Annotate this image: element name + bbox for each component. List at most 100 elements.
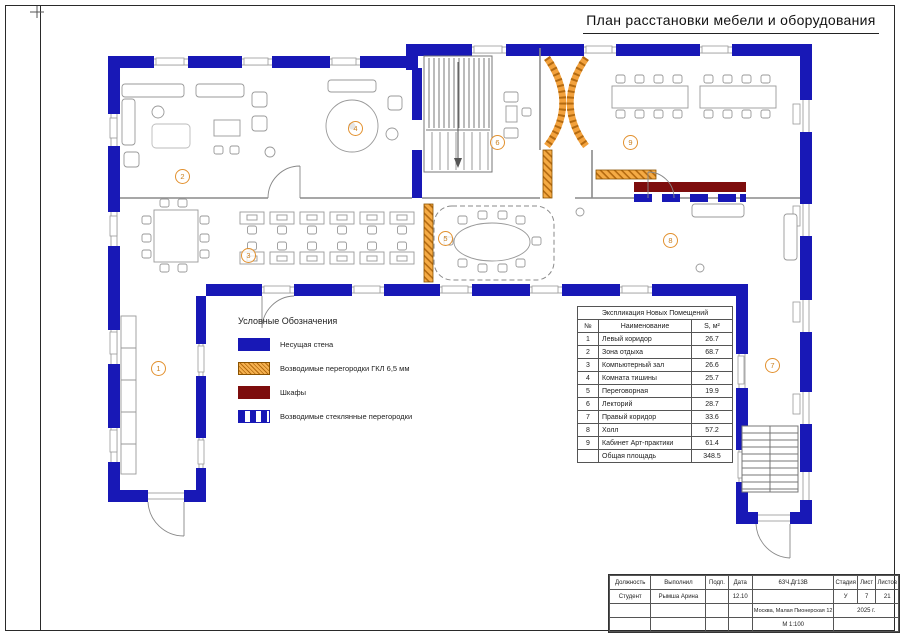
furniture-dining [141, 198, 210, 273]
explication-table: Экспликация Новых Помещений № Наименован… [577, 306, 733, 463]
stamp-name: Рымша Арина [650, 589, 707, 604]
column-header: Наименование [598, 319, 692, 333]
cell-name: Холл [598, 423, 692, 437]
page-title: План расстановки мебели и оборудования [583, 12, 879, 34]
stamp-doc-number: 63Ч.Дг13В [751, 575, 835, 590]
stamp-empty [650, 603, 707, 618]
cell-num: 4 [577, 371, 599, 385]
cell-num: 2 [577, 345, 599, 359]
legend-item-label: Возводимые стеклянные перегородки [280, 412, 413, 421]
stamp-empty [608, 603, 652, 618]
legend-item: Возводимые стеклянные перегородки [238, 410, 478, 423]
stamp-scale: М 1:100 [751, 617, 835, 632]
cell-num: 9 [577, 436, 599, 450]
fold-mark [30, 6, 44, 18]
room-number-badge: 6 [490, 135, 505, 150]
stamp-header-executed: Выполнил [650, 575, 707, 590]
stamp-header-signature: Подп. [705, 575, 729, 590]
total-label: Общая площадь [598, 449, 692, 463]
stamp-empty [727, 603, 753, 618]
cell-area: 57.2 [691, 423, 733, 437]
legend: Условные Обозначения Несущая стена Возво… [238, 316, 478, 434]
legend-title: Условные Обозначения [238, 316, 338, 326]
legend-item-label: Шкафы [280, 388, 307, 397]
explication-title: Экспликация Новых Помещений [577, 306, 733, 320]
furniture-meeting-table [443, 210, 542, 273]
cell-name: Комната тишины [598, 371, 692, 385]
staircase-right [741, 425, 799, 493]
cell-num: 7 [577, 410, 599, 424]
legend-swatch-glass-partition [238, 410, 270, 423]
sheet-border [5, 5, 895, 631]
load-bearing-walls [108, 44, 812, 524]
stamp-empty [650, 617, 707, 632]
cell-num: 6 [577, 397, 599, 411]
furniture-lounge [121, 83, 276, 168]
cell-name: Зона отдыха [598, 345, 692, 359]
stamp-empty [608, 617, 652, 632]
total-value: 348.5 [691, 449, 733, 463]
interior-partitions [120, 48, 800, 199]
sheet-margin-line [40, 5, 41, 631]
stamp-sheets: 21 [875, 589, 899, 604]
room-number-badge: 3 [241, 248, 256, 263]
room-number-badge: 4 [348, 121, 363, 136]
stamp-empty [751, 589, 835, 604]
column-header: № [577, 319, 599, 333]
stamp-sheet: 7 [856, 589, 877, 604]
stamp-empty [705, 617, 729, 632]
cell-name: Правый коридор [598, 410, 692, 424]
room-number-badge: 7 [765, 358, 780, 373]
glass-partition-meeting [433, 205, 555, 281]
cell-name: Лекторий [598, 397, 692, 411]
legend-swatch-cabinets [238, 386, 270, 399]
cell-area: 28.7 [691, 397, 733, 411]
furniture-quiet-room [325, 79, 403, 153]
cell-area: 33.6 [691, 410, 733, 424]
stamp-header-sheets: Листов [875, 575, 899, 590]
cell-name: Компьютерный зал [598, 358, 692, 372]
stamp-address: Москва, Малая Пионерская 12 [751, 603, 835, 618]
legend-item: Возводимые перегородки ГКЛ 6,5 мм [238, 362, 478, 375]
staircase-main [423, 55, 493, 173]
legend-item: Несущая стена [238, 338, 478, 351]
window-sills [109, 45, 801, 479]
cell-area: 26.6 [691, 358, 733, 372]
legend-item: Шкафы [238, 386, 478, 399]
glass-partitions [634, 194, 746, 202]
cell-area: 26.7 [691, 332, 733, 346]
legend-item-label: Возводимые перегородки ГКЛ 6,5 мм [280, 364, 410, 373]
room-number-badge: 2 [175, 169, 190, 184]
column-header: S, м² [691, 319, 733, 333]
stamp-signature [705, 589, 729, 604]
cell-num: 1 [577, 332, 599, 346]
gkl-partitions [423, 55, 657, 283]
stamp-date: 12.10 [727, 589, 753, 604]
cell-area: 25.7 [691, 371, 733, 385]
furniture-left-wing [120, 315, 137, 475]
cell-num: 3 [577, 358, 599, 372]
furniture-art-room [611, 74, 777, 119]
cell-num: 5 [577, 384, 599, 398]
furniture-computer-desks [239, 211, 415, 265]
furniture-hall [575, 203, 798, 273]
stamp-empty [833, 617, 899, 632]
room-number-badge: 5 [438, 231, 453, 246]
stamp-header-sheet: Лист [856, 575, 877, 590]
room-number-badge: 1 [151, 361, 166, 376]
stamp-header-position: Должность [608, 575, 652, 590]
stamp-position: Студент [608, 589, 652, 604]
legend-swatch-gkl-partition [238, 362, 270, 375]
stamp-empty [727, 617, 753, 632]
title-block: Должность Выполнил Подп. Дата 63Ч.Дг13В … [608, 574, 900, 633]
